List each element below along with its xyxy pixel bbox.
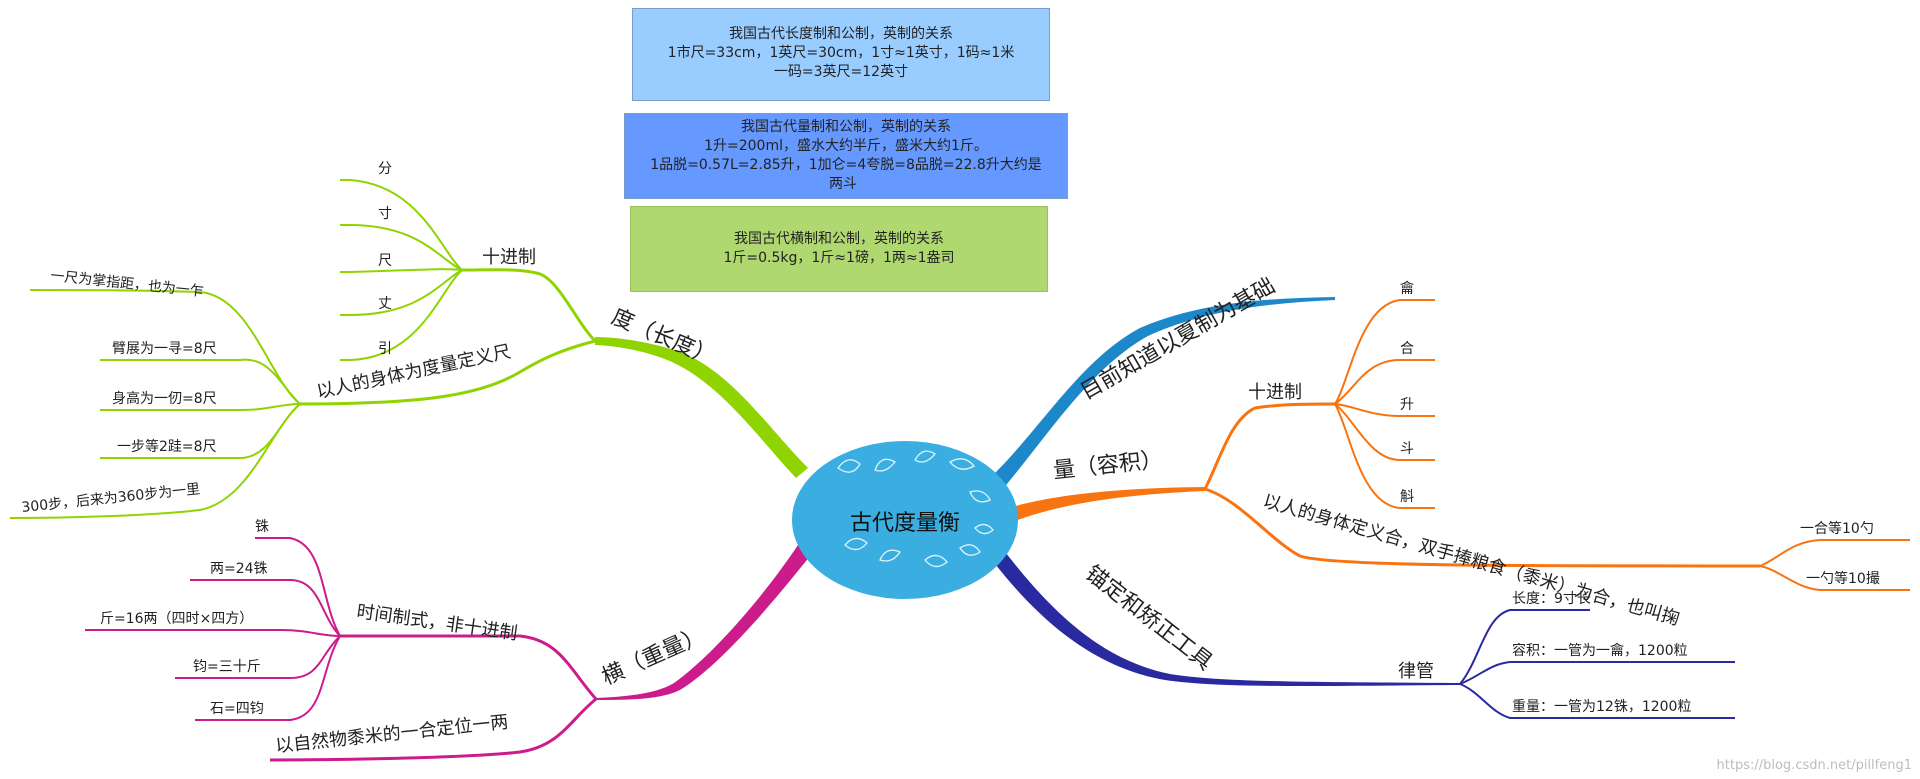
tools-pipe-item-0: 长度：9寸长 — [1512, 591, 1591, 607]
weight-time-item-0: 铢 — [255, 519, 269, 535]
weight-time-label: 时间制式，非十进制 — [355, 601, 518, 644]
tools-pipe-item-1: 容积：一管为一龠，1200粒 — [1512, 642, 1688, 659]
length-body-label: 以人的身体为度量定义尺 — [315, 341, 513, 403]
volume-decimal-label: 十进制 — [1248, 382, 1302, 403]
branch-tools-main — [992, 548, 1460, 686]
length-body-item-4: 300步，后来为360步为一里 — [21, 481, 201, 516]
length-decimal-lines — [340, 180, 462, 360]
branch-volume-main — [1008, 487, 1205, 522]
length-unit-1: 寸 — [378, 206, 392, 222]
length-body-item-1: 臂展为一寻=8尺 — [112, 341, 217, 357]
length-unit-2: 尺 — [378, 253, 392, 269]
volume-unit-3: 斗 — [1400, 441, 1414, 457]
center-title: 古代度量衡 — [850, 511, 960, 536]
length-unit-3: 丈 — [378, 296, 392, 312]
volume-decimal-lines — [1335, 300, 1435, 508]
weight-time-item-3: 钧=三十斤 — [193, 659, 261, 675]
volume-body-item-0: 一合等10勺 — [1800, 520, 1874, 537]
branch-length-label: 度（长度） — [608, 305, 719, 371]
volume-unit-2: 升 — [1400, 397, 1414, 413]
weight-time-item-2: 斤=16两（四时×四方） — [100, 611, 253, 627]
volume-unit-4: 斛 — [1400, 489, 1414, 505]
length-unit-4: 引 — [378, 341, 392, 357]
watermark: https://blog.csdn.net/pillfeng1 — [1717, 758, 1912, 773]
volume-connectors — [1205, 404, 1760, 566]
branch-tools-label: 锚定和矫正工具 — [1080, 561, 1217, 676]
length-body-item-2: 身高为一仞=8尺 — [112, 390, 217, 407]
weight-time-item-4: 石=四钧 — [210, 701, 264, 717]
tools-pipe-item-2: 重量：一管为12铢，1200粒 — [1512, 699, 1691, 715]
length-body-item-3: 一步等2跬=8尺 — [117, 438, 217, 455]
weight-time-item-1: 两=24铢 — [210, 561, 268, 577]
tools-pipe-label: 律管 — [1398, 661, 1434, 682]
volume-unit-0: 龠 — [1400, 281, 1414, 297]
length-decimal-label: 十进制 — [482, 247, 536, 268]
branch-volume-label: 量（容积） — [1052, 448, 1164, 484]
volume-unit-1: 合 — [1400, 341, 1414, 357]
weight-nature-label: 以自然物黍米的一合定位一两 — [274, 712, 509, 757]
length-unit-0: 分 — [378, 161, 392, 177]
volume-body-item-1: 一勺等10撮 — [1806, 570, 1880, 587]
length-body-item-0: 一尺为掌指距，也为一乍 — [50, 268, 205, 300]
